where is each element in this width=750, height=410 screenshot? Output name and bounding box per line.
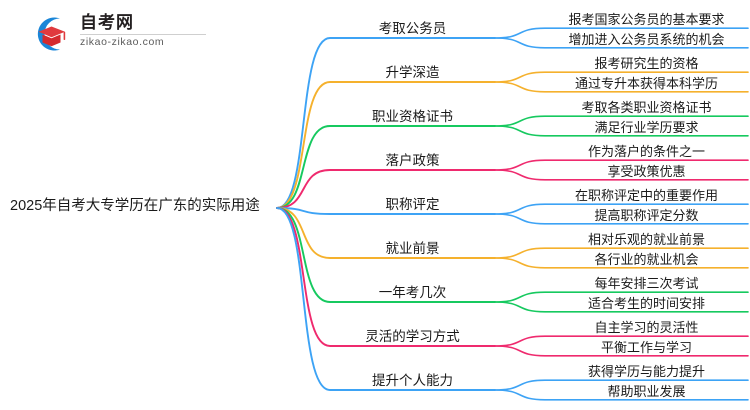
leaf-connector bbox=[494, 345, 749, 357]
branch-label[interactable]: 升学深造 bbox=[385, 65, 440, 80]
leaf-label[interactable]: 每年安排三次考试 bbox=[594, 276, 699, 292]
leaf-label[interactable]: 作为落户的条件之一 bbox=[587, 144, 705, 160]
logo-divider bbox=[80, 34, 206, 35]
branch-connector bbox=[276, 169, 496, 209]
leaf-connector bbox=[494, 125, 749, 137]
central-topic: 2025年自考大专学历在广东的实际用途 bbox=[10, 198, 260, 214]
leaf-connector bbox=[494, 301, 749, 313]
leaf-label[interactable]: 增加进入公务员系统的机会 bbox=[568, 31, 725, 47]
branch-connector bbox=[276, 207, 496, 391]
leaf-connector bbox=[494, 213, 749, 225]
branch-label[interactable]: 一年考几次 bbox=[378, 285, 447, 300]
leaf-label[interactable]: 满足行业学历要求 bbox=[594, 119, 699, 135]
branch-label[interactable]: 职称评定 bbox=[385, 197, 440, 212]
branch-connector bbox=[276, 207, 496, 259]
leaf-label[interactable]: 获得学历与能力提升 bbox=[587, 364, 705, 380]
branch-label[interactable]: 灵活的学习方式 bbox=[365, 329, 460, 344]
branch-connector bbox=[276, 207, 496, 215]
branch-connector bbox=[276, 207, 496, 347]
leaf-connector bbox=[494, 389, 749, 401]
leaf-connector bbox=[494, 169, 749, 181]
leaf-label[interactable]: 适合考生的时间安排 bbox=[587, 295, 705, 311]
logo-text: 自考网 zikao-zikao.com bbox=[80, 13, 220, 49]
branch-label[interactable]: 落户政策 bbox=[385, 153, 440, 168]
branch-connector bbox=[276, 125, 496, 209]
leaf-label[interactable]: 帮助职业发展 bbox=[607, 383, 686, 399]
leaf-label[interactable]: 报考国家公务员的基本要求 bbox=[568, 12, 725, 28]
logo-title: 自考网 bbox=[80, 13, 134, 32]
branch-label[interactable]: 考取公务员 bbox=[378, 21, 447, 36]
branch-label[interactable]: 就业前景 bbox=[385, 241, 440, 256]
leaf-connector bbox=[494, 37, 749, 49]
leaf-connector bbox=[494, 81, 749, 93]
branch-label[interactable]: 职业资格证书 bbox=[372, 109, 453, 124]
logo-domain: zikao-zikao.com bbox=[80, 36, 165, 48]
branch-connector bbox=[276, 37, 496, 209]
leaf-label[interactable]: 相对乐观的就业前景 bbox=[587, 232, 705, 248]
leaf-connector bbox=[494, 257, 749, 269]
leaf-label[interactable]: 自主学习的灵活性 bbox=[594, 320, 699, 336]
leaf-label[interactable]: 通过专升本获得本科学历 bbox=[574, 75, 718, 91]
leaf-label[interactable]: 报考研究生的资格 bbox=[594, 56, 699, 72]
branch-connector bbox=[276, 207, 496, 303]
leaf-label[interactable]: 平衡工作与学习 bbox=[600, 339, 692, 355]
branch-label[interactable]: 提升个人能力 bbox=[372, 373, 453, 388]
graduation-cap-logo-icon bbox=[30, 12, 74, 56]
leaf-label[interactable]: 各行业的就业机会 bbox=[594, 251, 699, 267]
leaf-label[interactable]: 考取各类职业资格证书 bbox=[581, 100, 712, 116]
leaf-label[interactable]: 在职称评定中的重要作用 bbox=[574, 188, 718, 204]
leaf-label[interactable]: 享受政策优惠 bbox=[607, 163, 686, 179]
site-logo[interactable]: 自考网 zikao-zikao.com bbox=[30, 10, 220, 56]
leaf-label[interactable]: 提高职称评定分数 bbox=[594, 207, 699, 223]
branch-connector bbox=[276, 81, 496, 209]
